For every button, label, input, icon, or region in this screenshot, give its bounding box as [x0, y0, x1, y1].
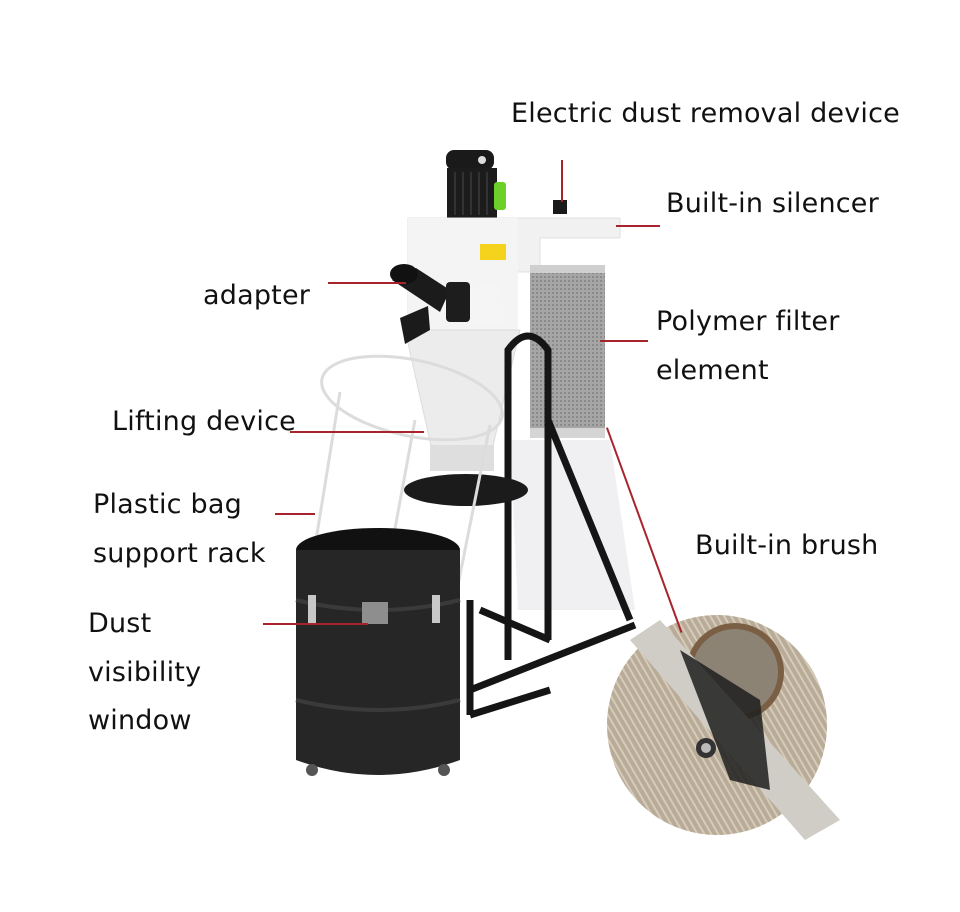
label-adapter: adapter: [203, 280, 311, 311]
label-electric-dust-removal-device: Electric dust removal device: [511, 98, 900, 129]
label-plastic-bag-line2: support rack: [93, 538, 266, 569]
leader-line-electric: [561, 160, 563, 202]
plastic-bag: [510, 440, 635, 610]
label-built-in-silencer: Built-in silencer: [666, 188, 879, 219]
steel-frame: [466, 332, 637, 719]
label-lifting-device: Lifting device: [112, 406, 296, 437]
tray: [404, 474, 528, 506]
leader-line-rack: [275, 513, 315, 515]
dust-window: [362, 602, 388, 624]
silencer-knob: [553, 200, 567, 214]
label-dust-window-line3: window: [88, 705, 192, 736]
label-dust-window-line2: visibility: [88, 657, 202, 688]
filter-element: [530, 265, 605, 438]
leader-line-adapter: [328, 282, 406, 284]
label-polymer-filter-line1: Polymer filter: [656, 306, 840, 337]
leader-line-silencer: [616, 225, 660, 227]
motor-icon: [446, 150, 506, 218]
leader-line-lifting: [290, 431, 424, 433]
label-built-in-brush: Built-in brush: [695, 530, 879, 561]
brush-closeup: [607, 615, 840, 840]
leader-line-window: [263, 623, 368, 625]
label-polymer-filter-line2: element: [656, 355, 769, 386]
adapter-icon: [390, 264, 505, 344]
leader-line-filter: [600, 340, 648, 342]
dust-bucket: [295, 528, 461, 776]
label-plastic-bag-line1: Plastic bag: [93, 489, 242, 520]
label-dust-window-line1: Dust: [88, 608, 152, 639]
